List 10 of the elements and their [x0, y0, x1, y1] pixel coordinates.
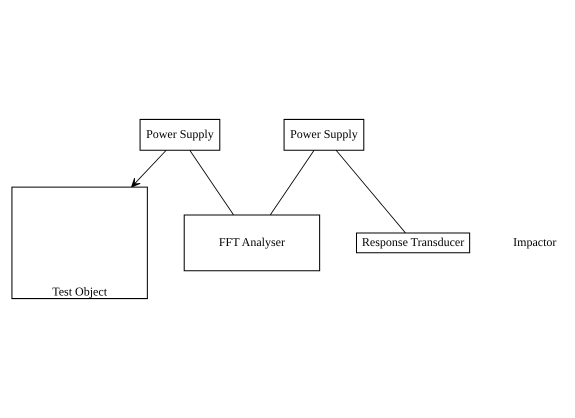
- node-box: Power Supply: [284, 118, 364, 151]
- connector: [336, 150, 406, 234]
- node-box: Power Supply: [140, 118, 220, 151]
- connector: [270, 150, 314, 216]
- connector: [190, 150, 234, 216]
- node-box: Test Object: [11, 186, 148, 300]
- arrow: [131, 150, 166, 188]
- node-box: Response Transducer: [356, 232, 470, 254]
- label: Impactor: [513, 235, 556, 250]
- node-box: FFT Analyser: [184, 214, 320, 272]
